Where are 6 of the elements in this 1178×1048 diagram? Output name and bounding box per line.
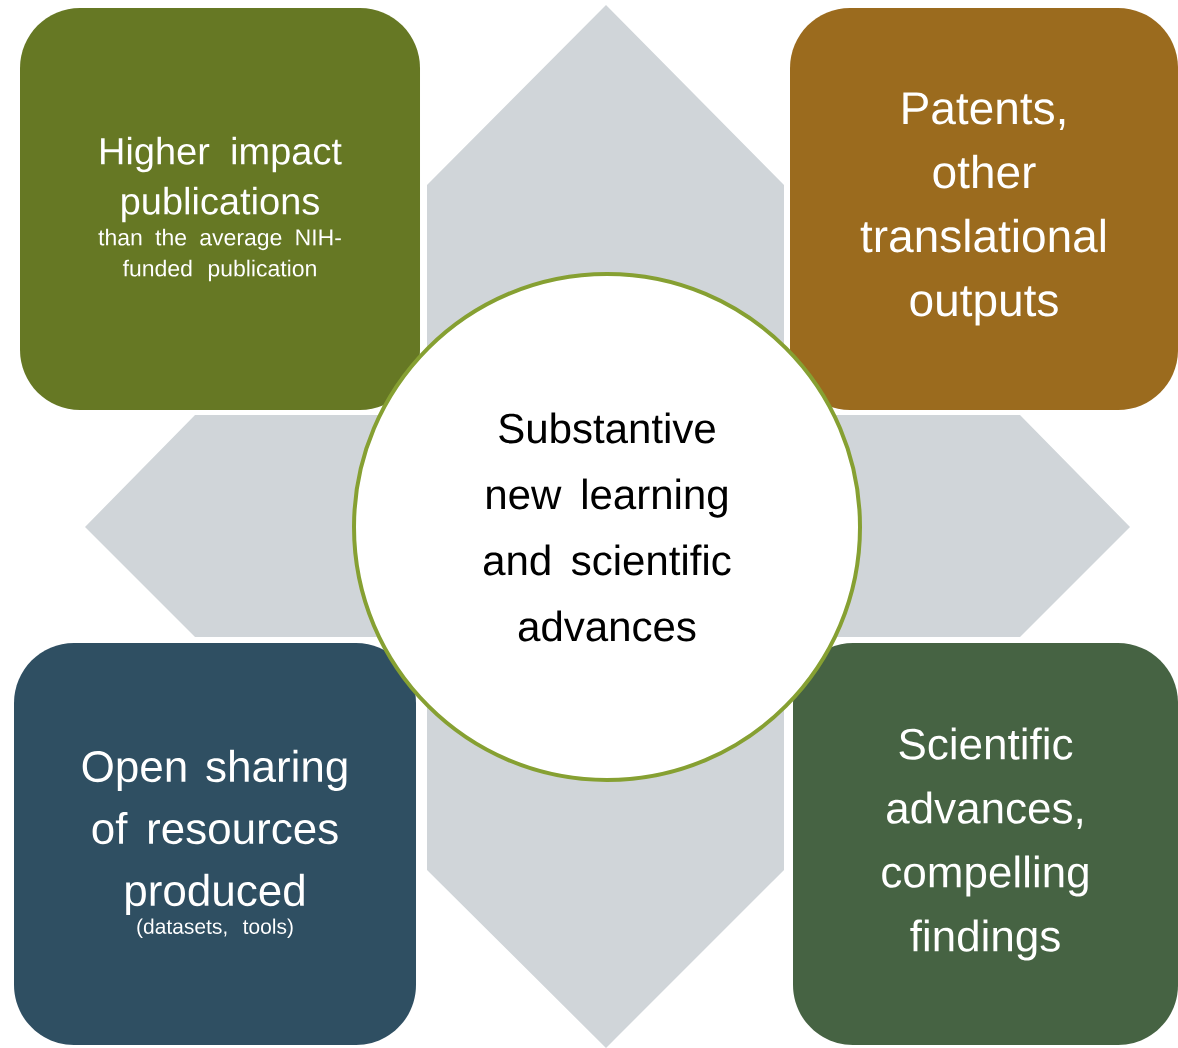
rounded-box: Open sharing of resources produced (datasets, tools): [14, 643, 416, 1045]
circle-text: Substantive new learning and scientific advances: [484, 412, 731, 642]
rounded-box: Higher impact publications than the average NIH-funded publication: [20, 8, 420, 410]
center-circle: [352, 272, 862, 782]
rounded-box: Patents, other translational outputs: [790, 8, 1178, 410]
rounded-box: Scientific advances, compelling findings: [793, 643, 1178, 1045]
